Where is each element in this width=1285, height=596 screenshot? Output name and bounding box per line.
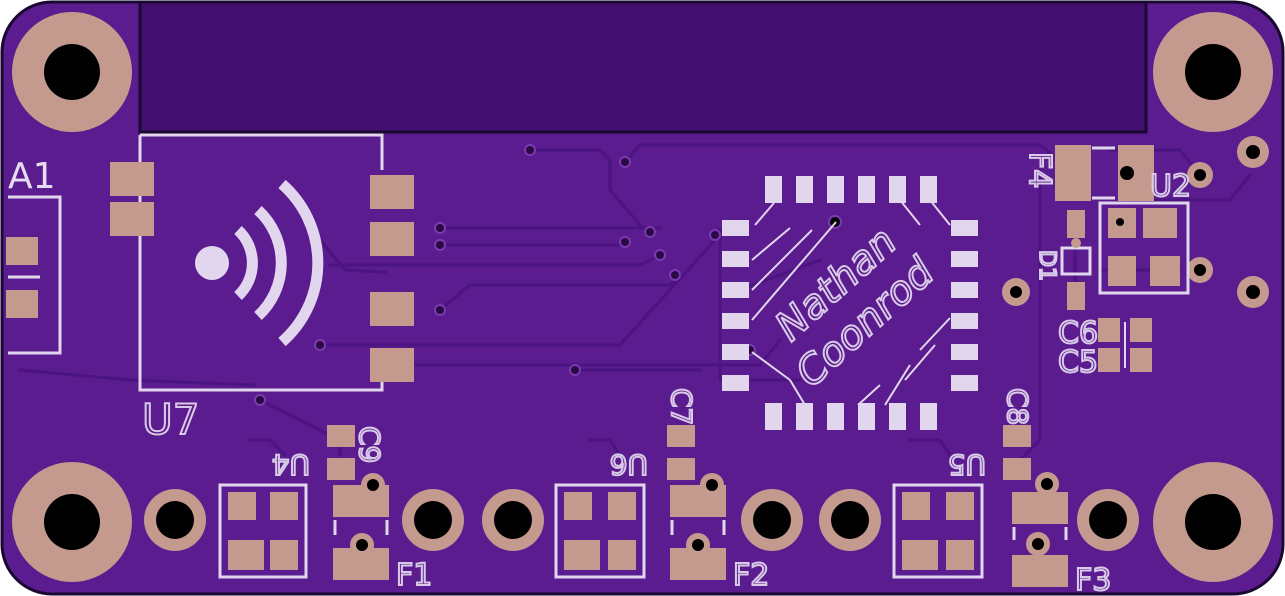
c5-label: C5 <box>1058 345 1098 380</box>
u4-group: U4 C9 F1 <box>218 425 433 594</box>
f4-label: F4 <box>1022 152 1057 188</box>
center-ic <box>722 176 978 430</box>
side-pads <box>1002 136 1269 308</box>
u5-label: U5 <box>948 448 986 481</box>
u6-label: U6 <box>610 448 648 481</box>
u2-label: U2 <box>1150 169 1191 204</box>
u6-group: U6 C7 F2 <box>554 387 770 594</box>
f3-label: F3 <box>1075 563 1111 596</box>
through-hole-pads <box>144 489 1139 551</box>
d1-diode: D1 <box>1033 210 1092 310</box>
a1-label: A1 <box>8 156 56 197</box>
c7-label: C7 <box>665 388 698 425</box>
a1-connector: A1 <box>6 156 62 355</box>
u7-label: U7 <box>142 395 199 444</box>
board-notch <box>138 0 1148 134</box>
c6-c5-capacitors: C6 C5 <box>1057 315 1152 381</box>
c8-label: C8 <box>1001 388 1034 425</box>
u4-label: U4 <box>272 448 310 481</box>
u2-regulator: U2 <box>1098 168 1192 295</box>
u7-module: U7 <box>110 133 414 445</box>
u5-group: U5 C8 F3 <box>892 387 1112 596</box>
f2-label: F2 <box>733 558 769 593</box>
c9-label: C9 <box>353 426 386 463</box>
d1-label: D1 <box>1034 250 1059 281</box>
f1-label: F1 <box>396 558 432 593</box>
f4-fuse: F4 <box>1021 145 1154 201</box>
mounting-holes <box>12 12 1273 582</box>
center-ic-fanout <box>751 199 951 406</box>
c6-label: C6 <box>1058 316 1098 351</box>
wifi-icon <box>195 179 324 347</box>
